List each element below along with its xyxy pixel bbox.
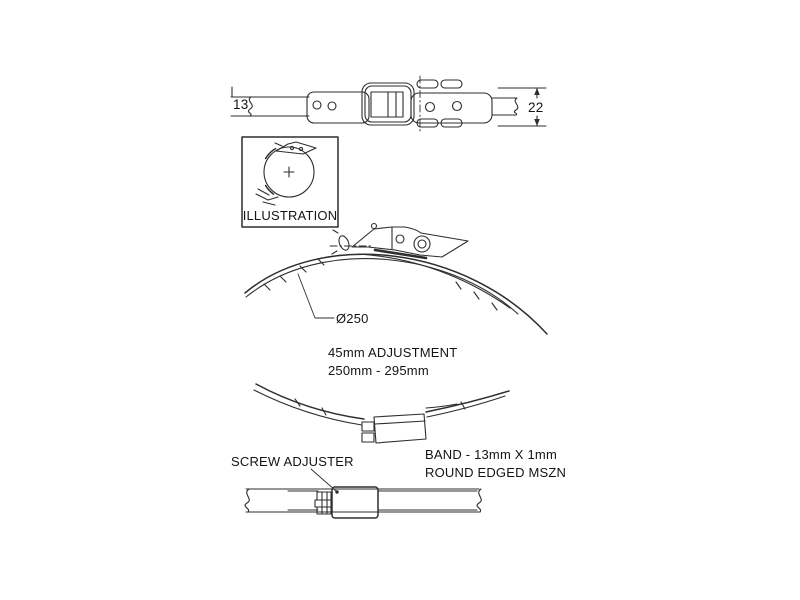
illustration-caption: ILLUSTRATION <box>243 208 338 223</box>
band-clamped-section <box>375 250 426 258</box>
band-overlap-edge <box>358 254 510 308</box>
screw-head-ridge <box>315 500 331 507</box>
tick-mark <box>300 266 306 272</box>
rivet-hole <box>313 101 321 109</box>
hook-whiskers <box>332 230 338 254</box>
screw-head-ridge <box>317 507 331 514</box>
band-tail <box>263 202 275 205</box>
leader-dot <box>335 490 339 494</box>
tick-mark <box>474 292 479 299</box>
dimension-arrow-down <box>534 119 540 126</box>
housing-body <box>374 414 426 443</box>
pipe-circle <box>264 147 314 197</box>
buckle-housing-outer <box>362 83 414 125</box>
rivet-hole <box>328 102 336 110</box>
tick-mark <box>318 259 324 265</box>
diameter-leader-line <box>298 274 334 318</box>
band-arc-inner <box>246 259 518 314</box>
screw-head <box>362 422 374 431</box>
tick-mark <box>456 282 461 289</box>
band-break-mark <box>514 98 518 115</box>
top-view-flat-band: 13 <box>231 76 546 131</box>
band-end-stub <box>426 404 457 408</box>
tick-mark <box>264 284 270 290</box>
thread-section-right <box>378 491 477 510</box>
screw-head-stack <box>315 492 331 514</box>
rivet-hole <box>453 102 462 111</box>
tick-mark <box>295 399 300 406</box>
band-arc-lower-right <box>426 391 509 412</box>
band-arc-lower-left <box>256 384 364 419</box>
tick-mark <box>492 303 497 310</box>
mini-latch-hole <box>299 147 302 150</box>
quick-release-latch <box>330 224 468 258</box>
latch-plate-left <box>307 92 369 123</box>
band-break-mark <box>245 489 249 512</box>
mini-latch <box>276 142 316 154</box>
band-tail <box>256 194 278 200</box>
diameter-label: Ø250 <box>336 311 369 326</box>
band-arc-outer <box>245 254 547 334</box>
illustration-box: ILLUSTRATION <box>242 137 338 227</box>
screw-head <box>362 433 374 442</box>
adjustment-label-line1: 45mm ADJUSTMENT <box>328 345 457 360</box>
band-arc-lower-left-inner <box>254 390 362 425</box>
lever-body <box>352 227 468 257</box>
adjuster-housing <box>332 487 378 518</box>
band-break-mark <box>477 489 481 512</box>
band-segment <box>266 149 276 159</box>
lever-boss <box>414 236 430 252</box>
lever-pin <box>372 224 377 229</box>
spring-tab <box>441 80 462 88</box>
rivet-hole <box>426 103 435 112</box>
band-arc-lower-right-inner <box>427 396 505 417</box>
buckle-height-dimension-label: 22 <box>528 100 543 115</box>
screw-adjuster-leader <box>311 469 336 491</box>
screw-adjuster-label: SCREW ADJUSTER <box>231 454 354 469</box>
band-spec-line2: ROUND EDGED MSZN <box>425 465 566 480</box>
screw-band-view: SCREW ADJUSTER <box>231 454 481 518</box>
band-tail <box>258 189 269 195</box>
lever-hole <box>418 240 426 248</box>
mini-latch-hole <box>290 146 293 149</box>
tick-mark <box>280 276 286 282</box>
band-break-mark <box>248 97 252 116</box>
arc-screw-housing <box>362 414 426 443</box>
lever-hole <box>396 235 404 243</box>
screw-head-ridge <box>317 492 331 500</box>
band-width-dimension-label: 13 <box>233 97 248 112</box>
housing-seam <box>375 421 425 424</box>
band-spec-line1: BAND - 13mm X 1mm <box>425 447 557 462</box>
tick-mark <box>322 408 326 415</box>
clamp-arc-view: Ø250 45mm ADJUSTMENT 250mm - 295mm BAND … <box>245 224 566 480</box>
tick-mark <box>461 402 465 409</box>
spring-tab <box>417 80 438 88</box>
band-segment <box>266 186 274 195</box>
buckle-frame <box>371 92 403 117</box>
illustration-frame <box>242 137 338 227</box>
adjustment-label-line2: 250mm - 295mm <box>328 363 429 378</box>
mini-latch-hook <box>275 143 282 146</box>
latch-plate-right <box>411 93 492 123</box>
dimension-arrow-up <box>534 88 540 95</box>
band-hook-pin <box>337 234 351 251</box>
thread-section-left <box>288 491 318 510</box>
